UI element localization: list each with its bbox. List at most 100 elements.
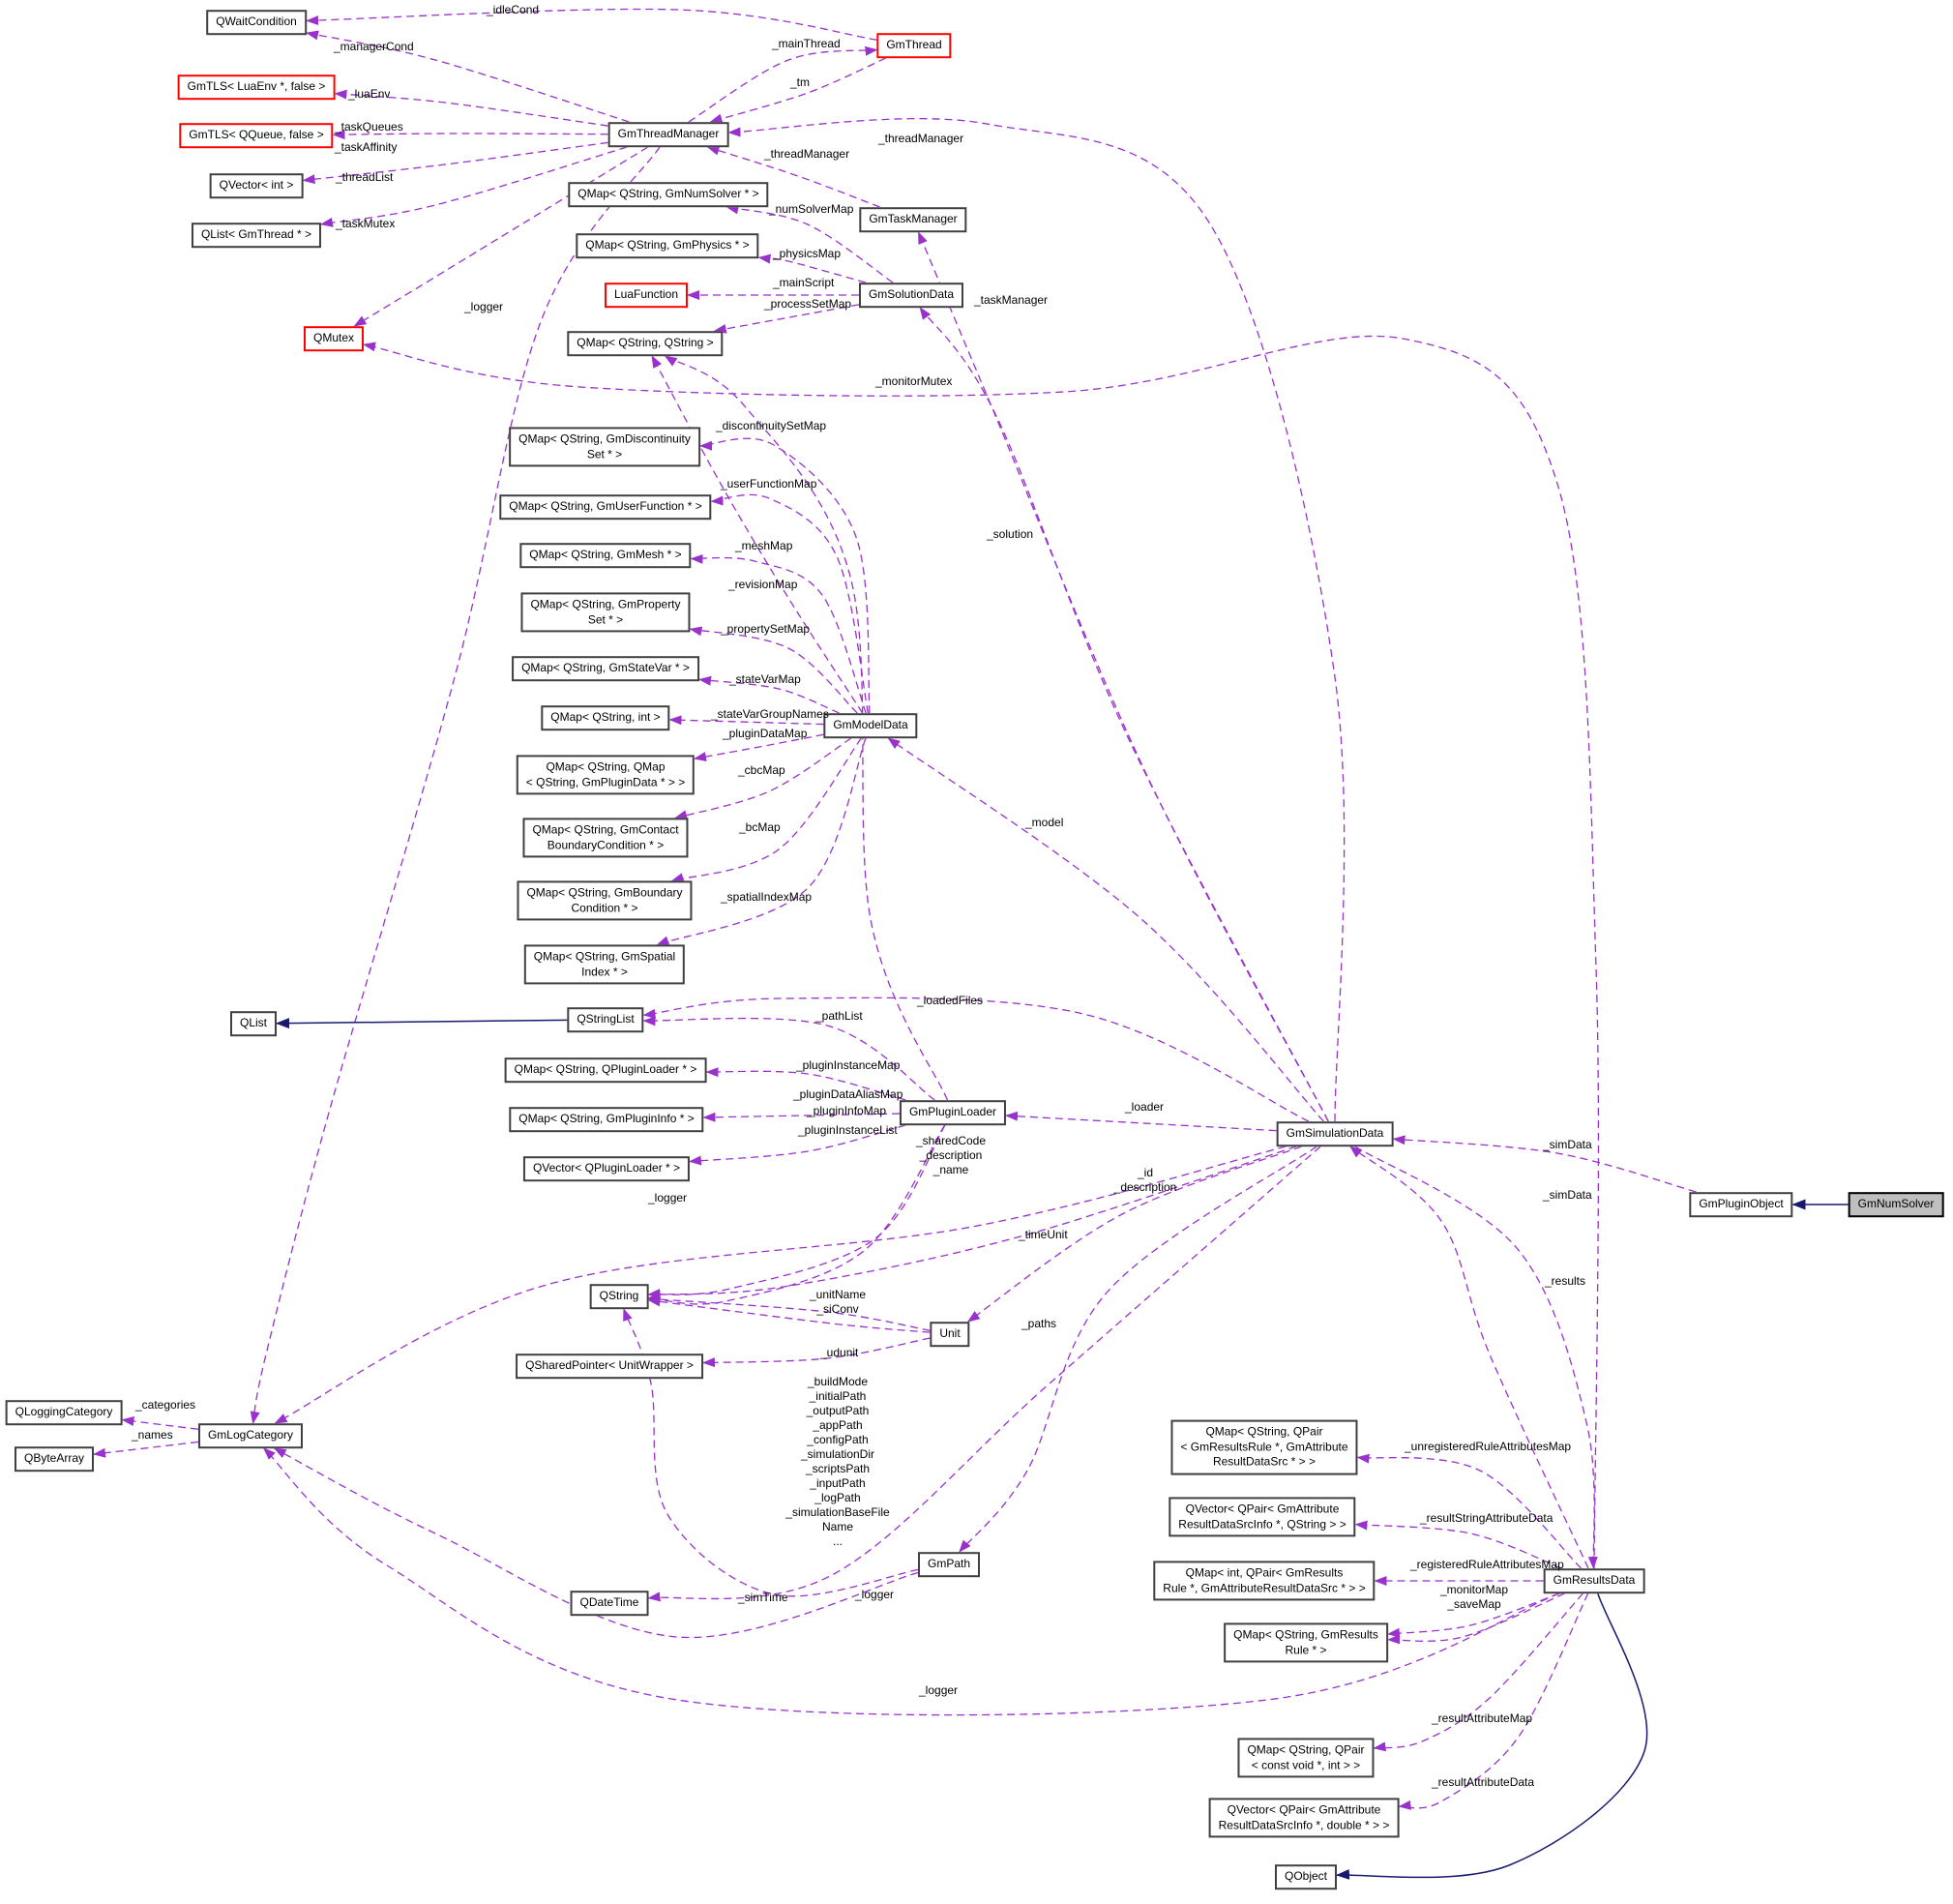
node-qmap_plugininfo[interactable]: QMap< QString, GmPluginInfo * >: [509, 1107, 704, 1132]
edge-label-gmpluginloader-qmap_qpluginloader: _pluginInstanceMap: [796, 1058, 901, 1072]
node-qmap_userfunc[interactable]: QMap< QString, GmUserFunction * >: [499, 494, 712, 520]
node-unit[interactable]: Unit: [930, 1322, 970, 1347]
node-qvector_qpluginloader[interactable]: QVector< QPluginLoader * >: [522, 1156, 691, 1181]
node-gmthreadmanager[interactable]: GmThreadManager: [607, 122, 729, 147]
edge-label-gmmodeldata-qmap_statevar: _stateVarMap: [729, 672, 801, 686]
node-qlist[interactable]: QList: [229, 1011, 278, 1036]
node-qmap_resultsrule[interactable]: QMap< QString, GmResults Rule * >: [1224, 1622, 1388, 1663]
edge-label-gmresultsdata-qvector_ardsi_double: _resultAttributeData: [1432, 1775, 1535, 1789]
edge-label-gmsimulationdata-qstring: _id _description: [1113, 1166, 1177, 1194]
edge-gmmodeldata-qmap_userfunc: [710, 493, 870, 714]
node-qmap_spatial[interactable]: QMap< QString, GmSpatial Index * >: [523, 944, 686, 985]
node-qstring[interactable]: QString: [589, 1284, 649, 1309]
edge-gmsolutiondata-qmap_physics: [757, 253, 867, 283]
edge-label-gmmodeldata-qmap_plugindata: _pluginDataMap: [723, 727, 808, 740]
node-qmap_int_rr[interactable]: QMap< int, QPair< GmResults Rule *, GmAt…: [1153, 1561, 1376, 1601]
node-qmap_property[interactable]: QMap< QString, GmProperty Set * >: [520, 592, 691, 633]
edge-label-gmthreadmanager-qlist_gmthread: _threadList: [336, 170, 394, 184]
node-qvector_ardsi_double[interactable]: QVector< QPair< GmAttribute ResultDataSr…: [1208, 1798, 1400, 1838]
node-gmpath[interactable]: GmPath: [917, 1552, 981, 1577]
edge-label-gmthreadmanager-qwaitcondition: _managerCond: [334, 40, 414, 53]
node-qvector_int[interactable]: QVector< int >: [209, 173, 304, 198]
edge-label-gmsimulationdata-qstringlist: _loadedFiles: [917, 994, 984, 1007]
node-gmpluginloader[interactable]: GmPluginLoader: [899, 1100, 1007, 1125]
edge-label-gmthread-qwaitcondition: _idleCond: [487, 3, 540, 16]
edge-label-gmpluginobject-gmsimulationdata: _simData: [1543, 1138, 1592, 1151]
node-qmap_contact[interactable]: QMap< QString, GmContact BoundaryConditi…: [522, 818, 689, 858]
edge-gmsimulationdata-gmmodeldata: [887, 737, 1324, 1122]
node-qmap_mesh[interactable]: QMap< QString, GmMesh * >: [519, 543, 692, 568]
edge-gmthreadmanager-qlist_gmthread: [320, 146, 628, 227]
edge-gmpluginobject-gmsimulationdata: [1392, 1135, 1697, 1193]
node-qmap_constvoid[interactable]: QMap< QString, QPair < const void *, int…: [1237, 1738, 1375, 1778]
node-qdatetime[interactable]: QDateTime: [570, 1591, 649, 1616]
edge-unit-qstring: [647, 1296, 931, 1333]
edge-gmsimulationdata-gmpath: [959, 1145, 1317, 1553]
edge-label-gmsolutiondata-qmap_qstring_qstring: _processSetMap: [764, 297, 852, 311]
edge-label-gmlogcategory-qbytearray: _names: [132, 1428, 173, 1442]
edge-label-gmsimulationdata-gmpluginloader: _loader: [1125, 1100, 1165, 1114]
node-qobject[interactable]: QObject: [1274, 1864, 1338, 1889]
edge-gmresultsdata-qmutex: [363, 335, 1600, 1569]
edge-gmsimulationdata-gmresultsdata: [1354, 1145, 1598, 1569]
edge-gmmodeldata-qmap_property: [689, 626, 858, 714]
node-gmsolutiondata[interactable]: GmSolutionData: [858, 283, 964, 308]
node-gmpluginobject[interactable]: GmPluginObject: [1689, 1192, 1793, 1217]
node-qmap_numsolver[interactable]: QMap< QString, GmNumSolver * >: [568, 182, 769, 207]
node-qlist_gmthread[interactable]: QList< GmThread * >: [191, 223, 322, 248]
edge-gmthread-gmthreadmanager: [709, 57, 887, 124]
node-qmap_qstring_qstring[interactable]: QMap< QString, QString >: [567, 331, 724, 356]
edge-label-gmresultsdata-qmap_int_rr: _registeredRuleAttributesMap: [1410, 1558, 1564, 1571]
edge-gmpluginloader-qmap_plugininfo: [702, 1112, 901, 1122]
node-qmap_qpluginloader[interactable]: QMap< QString, QPluginLoader * >: [504, 1057, 707, 1083]
node-qwaitcondition[interactable]: QWaitCondition: [206, 10, 307, 35]
node-qmap_statevar[interactable]: QMap< QString, GmStateVar * >: [512, 656, 699, 681]
node-qmap_boundary[interactable]: QMap< QString, GmBoundary Condition * >: [517, 880, 693, 921]
edge-gmlogcategory-qloggingcategory: [121, 1416, 199, 1430]
node-gmresultsdata[interactable]: GmResultsData: [1543, 1568, 1645, 1593]
node-qloggingcategory[interactable]: QLoggingCategory: [5, 1400, 123, 1425]
node-gmmodeldata[interactable]: GmModelData: [823, 713, 918, 738]
node-qmap_discont[interactable]: QMap< QString, GmDiscontinuity Set * >: [509, 427, 700, 467]
node-gmnumsolver: GmNumSolver: [1848, 1192, 1944, 1217]
node-gmlogcategory[interactable]: GmLogCategory: [197, 1423, 304, 1448]
edge-label-gmsimulationdata-gmlogcategory: _logger: [648, 1191, 688, 1205]
node-gmthread[interactable]: GmThread: [876, 33, 952, 58]
edge-unit-qstring: [647, 1294, 931, 1331]
node-qmap_plugindata[interactable]: QMap< QString, QMap < QString, GmPluginD…: [516, 755, 695, 795]
node-qmutex[interactable]: QMutex: [303, 326, 365, 351]
edge-gmpluginloader-qvector_qpluginloader: [689, 1124, 906, 1166]
edge-label-gmresultsdata-qmap_resultsrule: _monitorMap _saveMap: [1439, 1583, 1509, 1611]
node-gmsimulationdata[interactable]: GmSimulationData: [1276, 1121, 1394, 1146]
edge-gmpluginloader-qstringlist: [642, 1016, 935, 1101]
node-qbytearray[interactable]: QByteArray: [14, 1446, 95, 1472]
edge-gmlogcategory-qbytearray: [93, 1441, 199, 1458]
edge-label-gmmodeldata-qmap_int: _stateVarGroupNames: [711, 707, 829, 721]
edge-gmsimulationdata-gmpluginloader: [1005, 1111, 1277, 1132]
node-qmap_int[interactable]: QMap< QString, int >: [541, 705, 670, 730]
edge-label-gmmodeldata-qmap_mesh: _meshMap: [735, 539, 793, 552]
edge-label-gmresultsdata-qmap_rr_ards: _unregisteredRuleAttributesMap: [1405, 1440, 1572, 1453]
node-qmap_rr_ards[interactable]: QMap< QString, QPair < GmResultsRule *, …: [1170, 1419, 1358, 1475]
node-qsharedpointer_unitwrapper[interactable]: QSharedPointer< UnitWrapper >: [516, 1354, 703, 1379]
edge-gmmodeldata-qmap_statevar: [698, 675, 840, 714]
node-qvector_ardsi_qstring[interactable]: QVector< QPair< GmAttribute ResultDataSr…: [1169, 1497, 1356, 1537]
edge-label-gmpluginloader-qmap_plugininfo: _pluginInfoMap: [807, 1104, 887, 1117]
edge-label-gmsimulationdata-qdatetime: _simTime: [738, 1591, 788, 1604]
node-gmtls_qqueue[interactable]: GmTLS< QQueue, false >: [179, 123, 334, 148]
node-qmap_physics[interactable]: QMap< QString, GmPhysics * >: [576, 233, 759, 258]
node-luafunction[interactable]: LuaFunction: [604, 283, 689, 308]
edge-gmthreadmanager-gmtls_luaenv: [334, 89, 608, 127]
node-qstringlist[interactable]: QStringList: [567, 1007, 644, 1032]
edge-label-gmmodeldata-qmap_discont: _discontinuitySetMap: [716, 419, 827, 432]
edge-label-gmpluginloader-qstringlist: _pathList: [815, 1009, 863, 1023]
node-gmtls_luaenv[interactable]: GmTLS< LuaEnv *, false >: [177, 74, 336, 100]
edge-label-gmthreadmanager-qvector_int: _taskAffinity: [335, 140, 398, 154]
edge-label-gmpluginloader-qvector_qpluginloader: _pluginInstanceList: [798, 1123, 898, 1137]
node-gmtaskmanager[interactable]: GmTaskManager: [859, 207, 967, 232]
edge-gmsimulationdata-qstring: [647, 1145, 1297, 1299]
edge-gmmodeldata-qmap_mesh: [690, 553, 867, 714]
edge-label-gmsimulationdata-unit: _timeUnit: [1019, 1228, 1068, 1241]
